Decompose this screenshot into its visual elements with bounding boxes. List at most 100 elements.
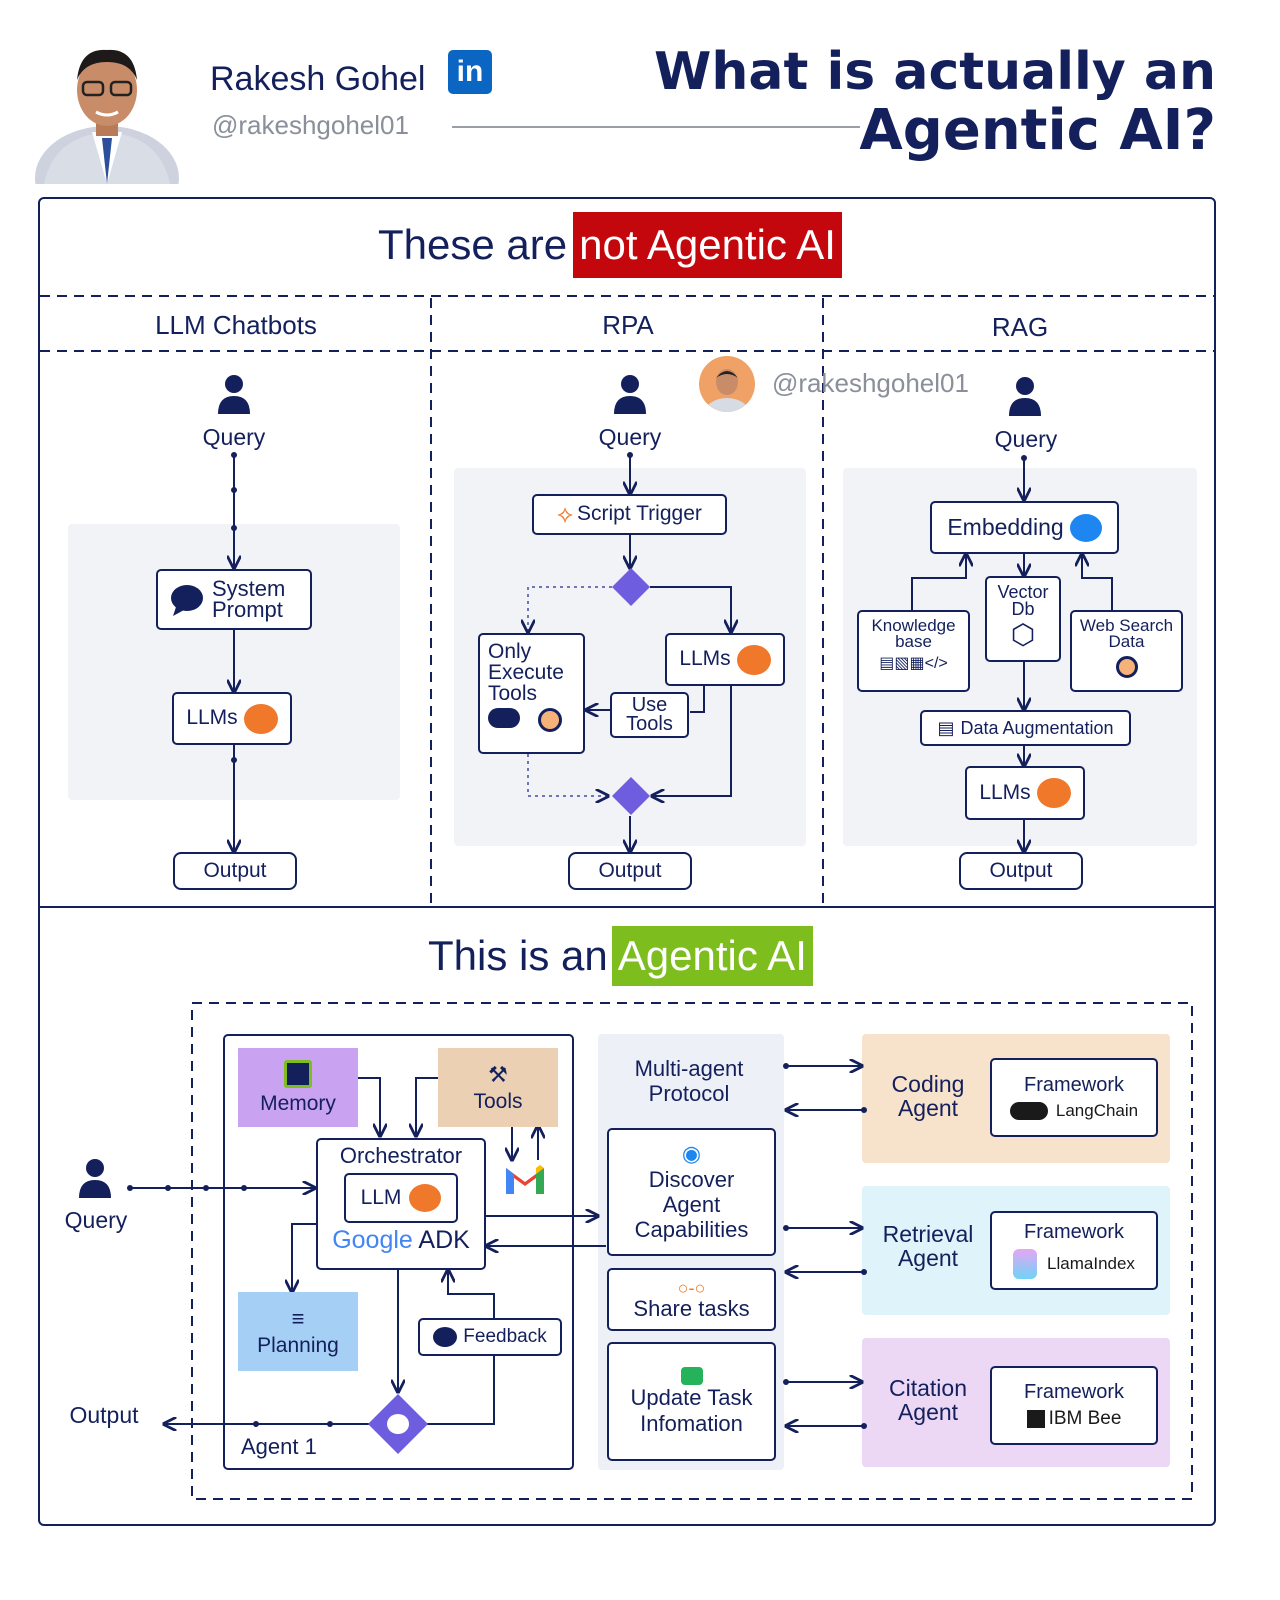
- user-icon: [1007, 376, 1043, 416]
- heading-highlight-red: not Agentic AI: [573, 212, 842, 278]
- framework-label: Framework: [1023, 1074, 1124, 1096]
- langchain-icon: [1009, 1102, 1048, 1120]
- rag-knowledge-base-box: Knowledge base ▤▧▦</>: [857, 610, 970, 692]
- data-augmentation-label: Data Augmentation: [960, 717, 1114, 738]
- output-label: Output: [598, 858, 662, 882]
- framework-name: IBM Bee: [1048, 1408, 1122, 1430]
- feedback-label: Feedback: [463, 1326, 547, 1348]
- brain-icon: [243, 703, 278, 734]
- bee-icon: [1026, 1410, 1045, 1428]
- rag-embedding-box: Embedding: [930, 501, 1119, 554]
- user-icon: [77, 1158, 113, 1198]
- checklist-icon: [680, 1367, 703, 1386]
- rag-output-box: Output: [959, 852, 1083, 890]
- page-title-line2: Agentic AI?: [859, 98, 1216, 163]
- google-adk-logo: Google ADK: [332, 1226, 470, 1255]
- speech-bubble-icon: [171, 584, 203, 616]
- chip-icon: [284, 1059, 312, 1088]
- section-divider: [38, 906, 1216, 908]
- rpa-output-box: Output: [568, 852, 692, 890]
- col-title-rpa: RPA: [602, 310, 654, 340]
- heading-prefix: These are: [378, 221, 568, 268]
- brain-icon: [409, 1184, 442, 1213]
- magnifier-icon: [538, 708, 562, 732]
- signal-icon: ◉: [681, 1141, 702, 1167]
- speech-bubble-icon: [433, 1327, 458, 1347]
- rpa-llms-box: LLMs: [665, 633, 785, 686]
- agentic-output-label: Output: [69, 1402, 139, 1428]
- author-name: Rakesh Gohel: [210, 60, 426, 98]
- output-label: Output: [203, 858, 267, 882]
- watermark-handle: @rakeshgohel01: [772, 368, 969, 398]
- page-title-line1: What is actually an: [654, 42, 1216, 102]
- llms-label: LLMs: [679, 647, 731, 671]
- citation-agent-label: Citation Agent: [889, 1375, 967, 1426]
- framework-label: Framework: [1023, 1221, 1124, 1243]
- brain-icon: [1036, 778, 1071, 808]
- user-icon: [612, 374, 648, 414]
- rag-llms-box: LLMs: [965, 766, 1085, 820]
- tools-box: ⚒ Tools: [438, 1048, 558, 1127]
- document-icon: ▤: [937, 717, 955, 738]
- col-title-rag: RAG: [991, 312, 1049, 342]
- rpa-only-execute-box: Only Execute Tools: [478, 633, 585, 754]
- feedback-box: Feedback: [418, 1318, 562, 1356]
- llm-label: LLM: [360, 1186, 402, 1210]
- magnifier-icon: [1115, 656, 1138, 679]
- web-search-label: Web Search Data: [1079, 616, 1174, 652]
- use-tools-label: Use Tools: [626, 694, 673, 735]
- watermark-avatar: [699, 356, 755, 412]
- script-trigger-label: Script Trigger: [577, 502, 702, 526]
- main-frame: [38, 197, 1216, 1526]
- llama-icon: [1013, 1249, 1038, 1279]
- llms-label: LLMs: [979, 780, 1031, 804]
- planning-label: Planning: [257, 1333, 339, 1357]
- embedding-label: Embedding: [947, 514, 1064, 541]
- agent-1-label: Agent 1: [241, 1434, 317, 1459]
- user-icon: [216, 374, 252, 414]
- orchestrator-box: Orchestrator LLM Google ADK: [316, 1138, 486, 1270]
- framework-name: LangChain: [1055, 1101, 1139, 1121]
- linkedin-icon[interactable]: in: [448, 50, 492, 94]
- system-prompt-label: System Prompt: [212, 575, 286, 622]
- rag-vector-db-box: Vector Db ⬡: [985, 576, 1061, 662]
- brain-icon: [736, 644, 771, 675]
- multi-agent-protocol-label: Multi-agent Protocol: [634, 1056, 744, 1107]
- planning-box: ≡ Planning: [238, 1292, 358, 1371]
- trigger-icon: ⟡: [557, 500, 573, 528]
- orchestrator-label: Orchestrator: [339, 1143, 463, 1168]
- retrieval-agent-label: Retrieval Agent: [882, 1221, 974, 1272]
- agentic-query-label: Query: [64, 1207, 128, 1233]
- retrieval-framework-box: Framework LlamaIndex: [990, 1211, 1158, 1290]
- memory-label: Memory: [260, 1091, 336, 1115]
- coding-agent-label: Coding Agent: [891, 1071, 965, 1122]
- rag-web-search-box: Web Search Data: [1070, 610, 1183, 692]
- heading-highlight-green: Agentic AI: [611, 926, 813, 986]
- cube-icon: ⬡: [1010, 619, 1036, 651]
- vector-db-label: Vector Db: [997, 582, 1049, 620]
- header-divider: [452, 126, 860, 128]
- rag-query-label: Query: [994, 426, 1058, 452]
- framework-label: Framework: [1023, 1381, 1124, 1404]
- author-avatar: [34, 28, 180, 184]
- citation-framework-box: Framework IBM Bee: [990, 1366, 1158, 1445]
- share-tasks-box: ○-○ Share tasks: [607, 1268, 776, 1331]
- col-title-chatbots: LLM Chatbots: [155, 310, 317, 340]
- list-icon: ≡: [291, 1305, 305, 1331]
- tools-label: Tools: [473, 1089, 523, 1113]
- output-label: Output: [989, 858, 1053, 882]
- chatbot-llms-box: LLMs: [172, 692, 292, 745]
- llm-box: LLM: [344, 1173, 458, 1224]
- agentic-heading: This is an Agentic AI: [428, 926, 813, 986]
- chatbot-system-prompt-box: System Prompt: [156, 569, 312, 630]
- update-task-box: Update Task Infomation: [607, 1342, 776, 1461]
- discover-capabilities-box: ◉ Discover Agent Capabilities: [607, 1128, 776, 1256]
- framework-name: LlamaIndex: [1047, 1254, 1135, 1274]
- chatbot-output-box: Output: [173, 852, 297, 890]
- not-agentic-heading: These are not Agentic AI: [378, 212, 842, 278]
- brain-icon-blue: [1069, 513, 1102, 542]
- file-types-icons: ▤▧▦</>: [879, 655, 948, 673]
- cloud-icon: [488, 708, 520, 728]
- rpa-query-label: Query: [598, 424, 662, 450]
